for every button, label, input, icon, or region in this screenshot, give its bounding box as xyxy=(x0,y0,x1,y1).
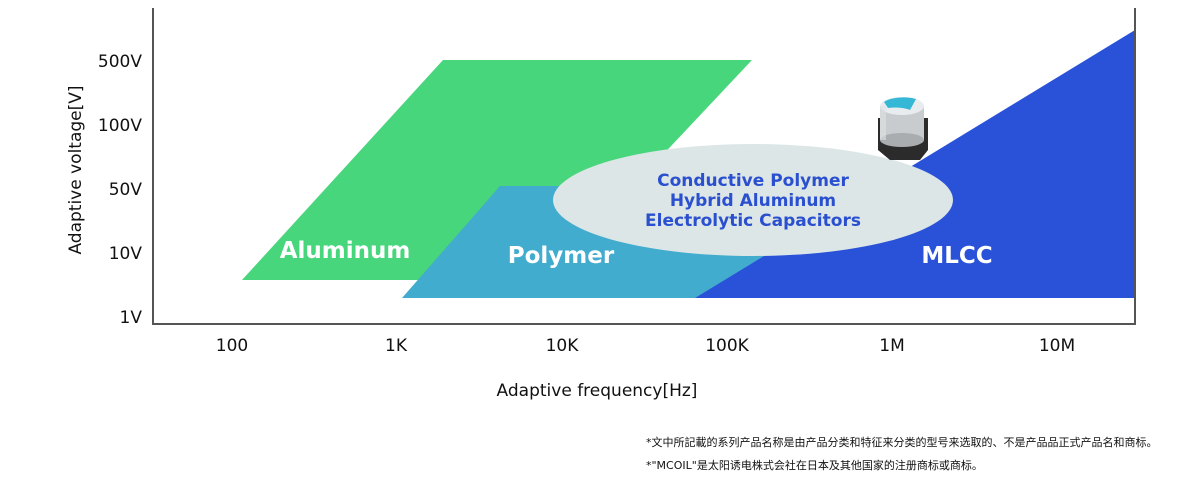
footnote: *文中所記載的系列产品名称是由产品分类和特征来分类的型号来选取的、不是产品品正式… xyxy=(646,436,1158,449)
hybrid-label-line: Hybrid Aluminum xyxy=(670,191,836,211)
y-tick-label: 50V xyxy=(109,180,143,200)
aluminum-label: Aluminum xyxy=(280,238,411,264)
capacitor-icon xyxy=(878,97,928,160)
x-tick-label: 1K xyxy=(385,336,408,356)
y-tick-label: 100V xyxy=(98,116,142,136)
hybrid-region xyxy=(553,144,953,256)
y-axis-title: Adaptive voltage[V] xyxy=(66,85,86,254)
mlcc-label: MLCC xyxy=(921,243,992,269)
y-tick-label: 500V xyxy=(98,52,142,72)
footnote: *"MCOIL"是太阳诱电株式会社在日本及其他国家的注册商标或商标。 xyxy=(646,459,983,472)
y-tick-label: 10V xyxy=(109,244,143,264)
x-tick-label: 10M xyxy=(1039,336,1075,356)
hybrid-label-line: Electrolytic Capacitors xyxy=(645,211,861,231)
x-tick-label: 100 xyxy=(216,336,248,356)
x-axis-title: Adaptive frequency[Hz] xyxy=(497,381,698,401)
x-tick-label: 10K xyxy=(546,336,580,356)
x-tick-label: 100K xyxy=(705,336,749,356)
polymer-label: Polymer xyxy=(508,243,615,269)
y-tick-label: 1V xyxy=(120,308,143,328)
hybrid-label-line: Conductive Polymer xyxy=(657,171,849,191)
aluminum-region xyxy=(242,60,752,280)
x-tick-label: 1M xyxy=(879,336,904,356)
